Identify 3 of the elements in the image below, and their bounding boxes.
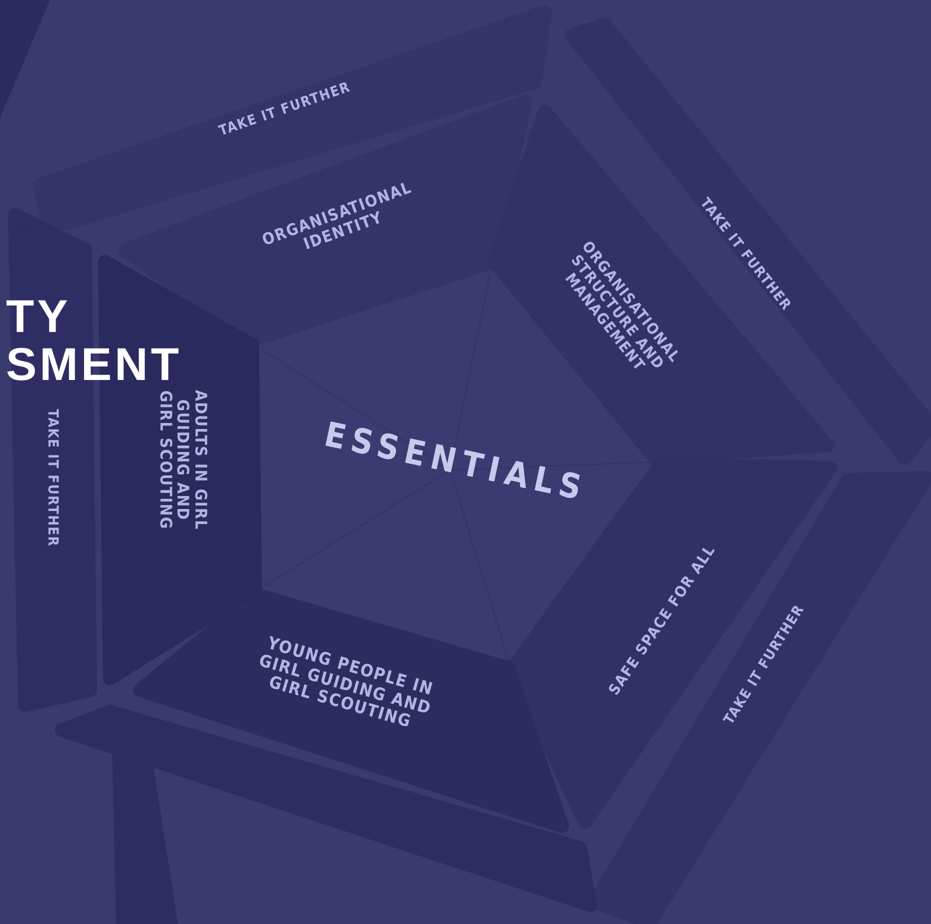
segment-label: TAKE IT FURTHER — [44, 408, 60, 549]
segment-label: ADULTS IN GIRL GUIDING AND GIRL SCOUTING — [156, 388, 210, 532]
title: TY SMENT — [6, 292, 182, 389]
